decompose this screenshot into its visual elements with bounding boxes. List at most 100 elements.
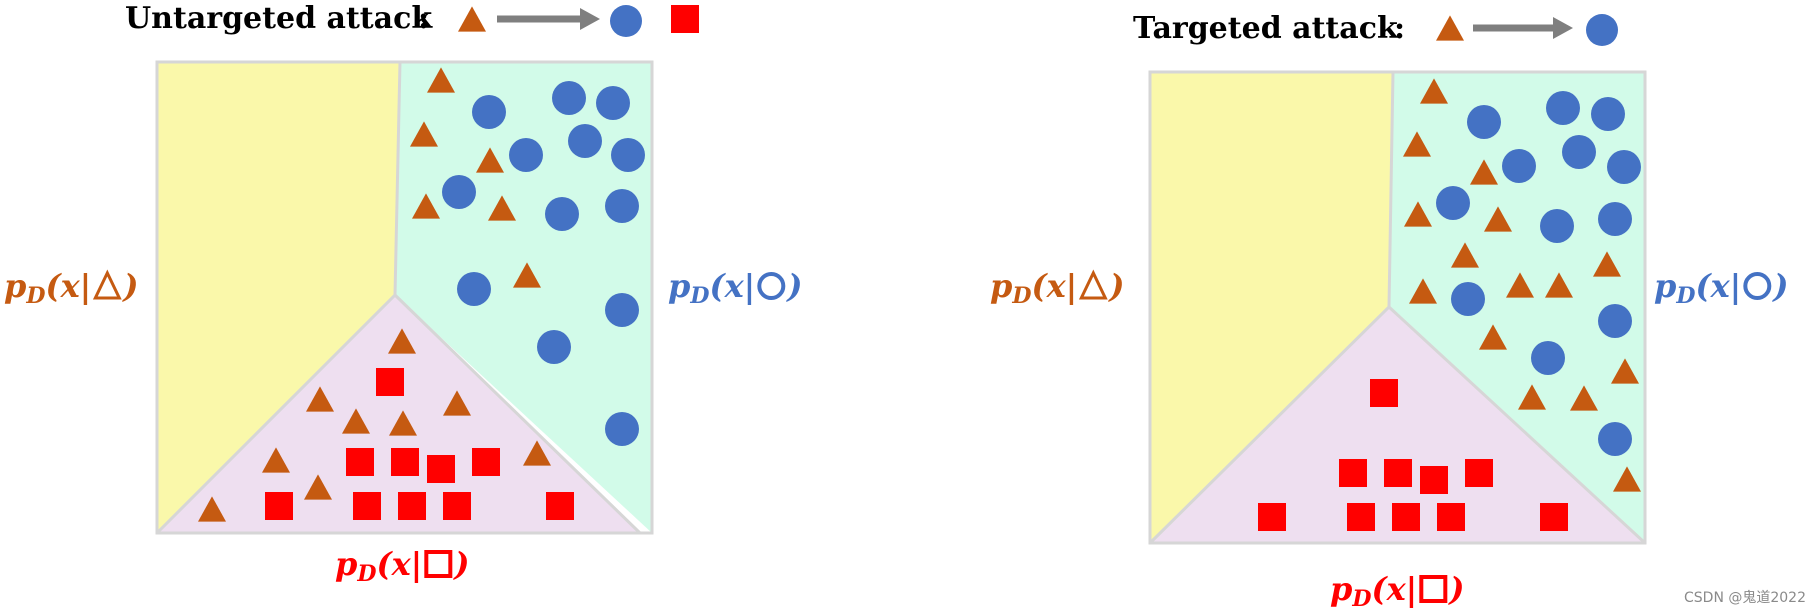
label-prefix: p <box>1654 267 1676 305</box>
circle-icon <box>1562 135 1596 169</box>
triangle-icon <box>458 6 486 32</box>
triangle-icon <box>1484 206 1512 232</box>
circle-icon <box>1598 304 1632 338</box>
circle-icon <box>1586 14 1618 46</box>
svg-text:pD(x|: pD(x| <box>668 267 755 309</box>
triangle-icon <box>342 408 370 434</box>
circle-icon <box>610 5 642 37</box>
svg-text:pD(x|: pD(x| <box>990 267 1077 309</box>
label-prefix: p <box>990 267 1012 305</box>
triangle-icon <box>476 147 504 173</box>
triangle-icon <box>1420 78 1448 104</box>
svg-text:pD(x|: pD(x| <box>1654 267 1741 309</box>
label-prefix: p <box>1330 570 1352 608</box>
square-icon <box>265 492 293 520</box>
triangle-icon <box>1479 324 1507 350</box>
square-icon <box>472 448 500 476</box>
label-subscript: D <box>356 561 376 587</box>
circle-icon <box>596 86 630 120</box>
circle-icon <box>1436 186 1470 220</box>
triangle-icon <box>1593 251 1621 277</box>
triangle-icon <box>1545 272 1573 298</box>
label-p-triangle: pD(x|) <box>4 267 138 309</box>
triangle-icon <box>412 193 440 219</box>
right-arrow-icon <box>1473 17 1573 39</box>
label-p-triangle: pD(x|) <box>990 267 1124 309</box>
svg-text:pD(x|: pD(x| <box>335 545 422 587</box>
triangle-icon <box>427 67 455 93</box>
region-triangle-class <box>157 62 400 533</box>
panel-title: Targeted attack <box>1133 11 1399 46</box>
circle-icon <box>509 138 543 172</box>
label-close: ) <box>452 545 469 583</box>
square-icon <box>376 368 404 396</box>
panel-untargeted: Untargeted attack:pD(x|)pD(x|)pD(x|) <box>4 1 802 587</box>
triangle-icon <box>1451 242 1479 268</box>
label-p-circle: pD(x|) <box>668 267 802 309</box>
triangle-icon <box>1518 384 1546 410</box>
triangle-icon <box>1409 278 1437 304</box>
triangle-outline-icon <box>92 269 122 300</box>
circle-icon <box>1540 209 1574 243</box>
panel-frame <box>155 60 654 535</box>
label-subscript: D <box>1011 283 1031 309</box>
label-body: (x| <box>1031 267 1077 305</box>
circle-icon <box>545 197 579 231</box>
circle-icon <box>442 175 476 209</box>
square-icon <box>1540 503 1568 531</box>
triangle-icon <box>410 121 438 147</box>
label-subscript: D <box>1351 586 1371 611</box>
panel-frame <box>1148 70 1647 545</box>
label-subscript: D <box>25 283 45 309</box>
square-icon <box>671 5 699 33</box>
label-body: (x| <box>1695 267 1741 305</box>
circle-icon <box>1531 341 1565 375</box>
label-close: ) <box>1447 570 1464 608</box>
region-triangle-class <box>1150 72 1393 543</box>
circle-icon <box>568 124 602 158</box>
label-close: ) <box>1771 267 1788 305</box>
label-body: (x| <box>1371 570 1417 608</box>
label-p-square: pD(x|) <box>1330 570 1464 611</box>
circle-icon <box>605 189 639 223</box>
circle-icon <box>1591 97 1625 131</box>
triangle-icon <box>1570 385 1598 411</box>
title-colon: : <box>1394 11 1405 46</box>
label-close: ) <box>121 267 138 305</box>
label-subscript: D <box>1675 283 1695 309</box>
circle-icon <box>1598 202 1632 236</box>
square-icon <box>443 492 471 520</box>
triangle-icon <box>513 262 541 288</box>
triangle-icon <box>1404 201 1432 227</box>
square-icon <box>546 492 574 520</box>
circle-icon <box>1546 91 1580 125</box>
panel-title-row: Untargeted attack: <box>125 1 699 37</box>
circle-icon <box>1451 282 1485 316</box>
square-icon <box>1420 466 1448 494</box>
svg-text:pD(x|: pD(x| <box>1330 570 1417 611</box>
circle-icon <box>605 412 639 446</box>
label-close: ) <box>785 267 802 305</box>
circle-outline-icon <box>1743 272 1772 300</box>
triangle-icon <box>1436 15 1464 41</box>
triangle-icon <box>262 447 290 473</box>
square-icon <box>1384 459 1412 487</box>
triangle-icon <box>388 328 416 354</box>
circle-icon <box>1598 422 1632 456</box>
triangle-icon <box>306 386 334 412</box>
triangle-icon <box>1613 466 1641 492</box>
label-p-square: pD(x|) <box>335 545 469 587</box>
circle-icon <box>472 95 506 129</box>
circle-icon <box>457 272 491 306</box>
circle-outline-icon <box>757 272 786 300</box>
label-prefix: p <box>668 267 690 305</box>
label-prefix: p <box>4 267 26 305</box>
panel-targeted: Targeted attack:pD(x|)pD(x|)pD(x|) <box>990 11 1788 611</box>
label-body: (x| <box>45 267 91 305</box>
label-close: ) <box>1107 267 1124 305</box>
triangle-icon <box>1506 272 1534 298</box>
circle-icon <box>552 81 586 115</box>
square-icon <box>1392 503 1420 531</box>
triangle-icon <box>523 440 551 466</box>
